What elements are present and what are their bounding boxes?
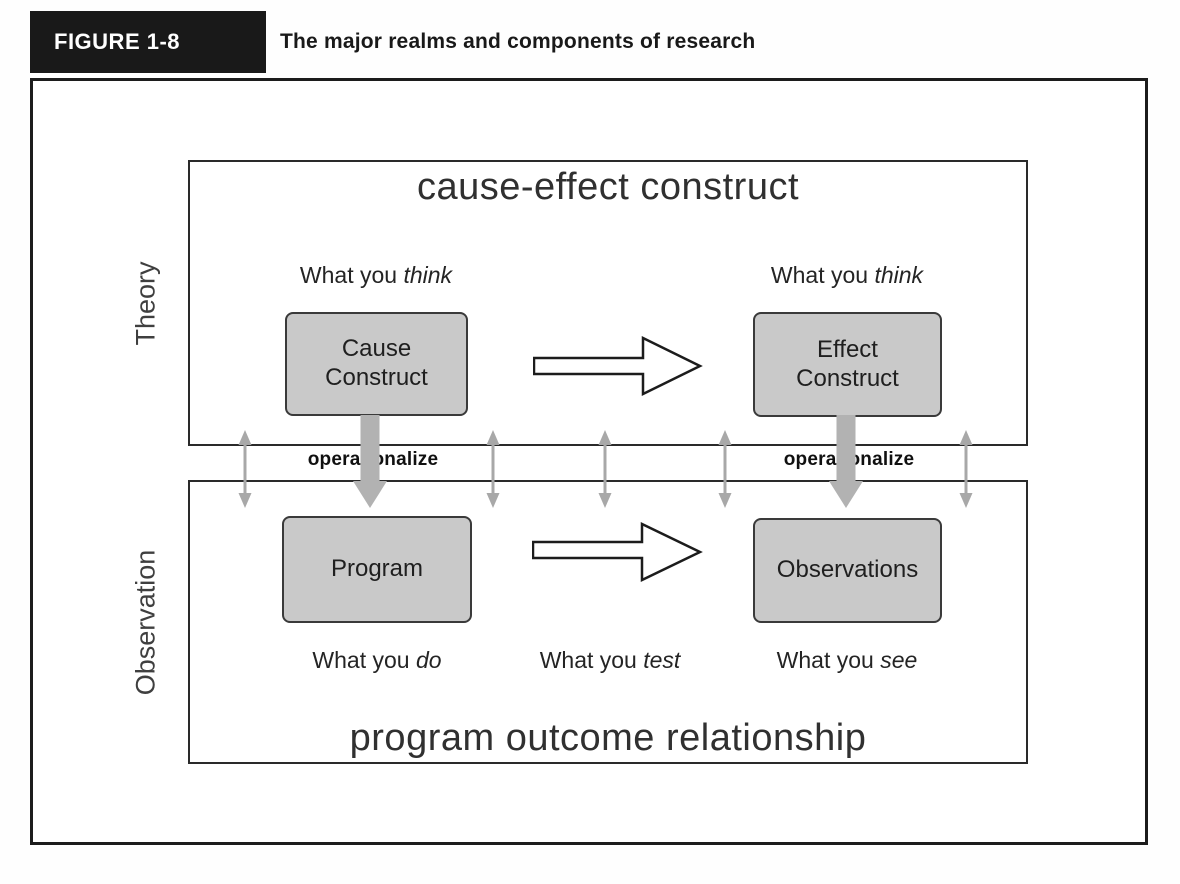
program-box: Program [282, 516, 472, 623]
figure-label-box: FIGURE 1-8 [30, 11, 266, 73]
effect-box-line1: Effect [817, 335, 878, 363]
annotation-emphasis: think [403, 262, 453, 288]
realm-label-theory: Theory [130, 260, 161, 346]
observation-realm-box: Program Observations What you do What yo… [188, 480, 1028, 764]
observation-annotation-test: What you test [510, 647, 710, 674]
exchange-double-arrow-icon [718, 430, 732, 508]
program-box-label: Program [330, 555, 424, 583]
operationalize-down-arrow-right-icon [829, 415, 863, 508]
annotation-emphasis: do [415, 647, 442, 673]
annotation-prefix: What you [770, 262, 875, 288]
annotation-emphasis: see [880, 647, 918, 673]
outer-frame: Theory Observation cause-effect construc… [30, 78, 1148, 845]
effect-box-line2: Construct [796, 364, 899, 392]
cause-box-line1: Cause [341, 335, 412, 363]
realm-label-observation-wrap: Observation [121, 480, 171, 764]
realm-label-observation: Observation [130, 549, 161, 695]
annotation-prefix: What you [312, 647, 416, 673]
theory-annotation-right: What you think [747, 262, 947, 289]
theory-annotation-left: What you think [276, 262, 476, 289]
annotation-emphasis: test [643, 647, 681, 673]
theory-title: cause-effect construct [416, 166, 800, 208]
annotation-emphasis: think [874, 262, 924, 288]
observation-title: program outcome relationship [349, 717, 867, 759]
observation-annotation-do: What you do [277, 647, 477, 674]
exchange-double-arrow-icon [486, 430, 500, 508]
annotation-prefix: What you [539, 647, 644, 673]
figure-title: The major realms and components of resea… [280, 30, 756, 53]
exchange-double-arrow-icon [959, 430, 973, 508]
cause-construct-box: Cause Construct [285, 312, 468, 416]
cause-effect-right-arrow-icon [533, 336, 703, 396]
observations-box-label: Observations [776, 556, 919, 584]
cause-box-line2: Construct [325, 364, 428, 391]
theory-realm-box: cause-effect construct What you think Wh… [188, 160, 1028, 446]
figure-label: FIGURE 1-8 [54, 29, 181, 54]
annotation-prefix: What you [776, 647, 881, 673]
program-observations-right-arrow-icon [532, 522, 703, 582]
operationalize-down-arrow-left-icon [353, 415, 387, 508]
exchange-double-arrow-icon [238, 430, 252, 508]
realm-label-theory-wrap: Theory [121, 160, 171, 446]
effect-construct-box: Effect Construct [753, 312, 942, 417]
exchange-double-arrow-icon [598, 430, 612, 508]
annotation-prefix: What you [299, 262, 404, 288]
observations-box: Observations [753, 518, 942, 623]
observation-annotation-see: What you see [747, 647, 947, 674]
